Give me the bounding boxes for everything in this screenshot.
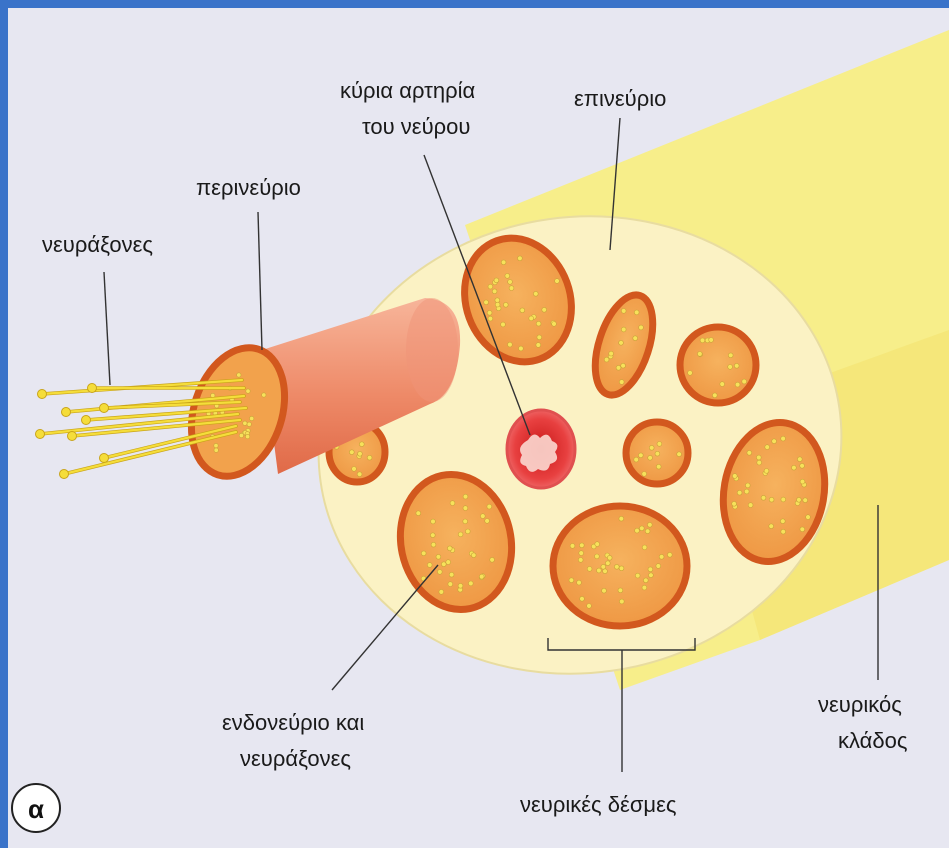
- fascicle: [680, 327, 756, 403]
- label-epineurium: επινεύριο: [574, 86, 666, 111]
- fascicle: [553, 506, 687, 626]
- label-main-artery-1: κύρια αρτηρία: [340, 78, 476, 103]
- main-artery: [507, 410, 575, 488]
- panel-badge: α: [12, 784, 60, 832]
- label-nerve-branch-2: κλάδος: [838, 728, 907, 753]
- label-main-artery-2: του νεύρου: [362, 114, 470, 139]
- leader-perineurium: [258, 212, 262, 350]
- label-endoneurium-1: ενδονεύριο και: [222, 710, 364, 735]
- label-nerve-branch-1: νευρικός: [818, 692, 902, 717]
- figure-frame: νευράξονες περινεύριο κύρια αρτηρία του …: [8, 8, 949, 848]
- label-axons: νευράξονες: [42, 232, 153, 257]
- label-perineurium: περινεύριο: [196, 175, 301, 200]
- panel-letter: α: [28, 794, 44, 824]
- label-fascicles: νευρικές δέσμες: [520, 792, 676, 817]
- nerve-diagram: νευράξονες περινεύριο κύρια αρτηρία του …: [8, 8, 949, 848]
- fascicle: [626, 422, 688, 484]
- leader-axons: [104, 272, 110, 385]
- label-endoneurium-2: νευράξονες: [240, 746, 351, 771]
